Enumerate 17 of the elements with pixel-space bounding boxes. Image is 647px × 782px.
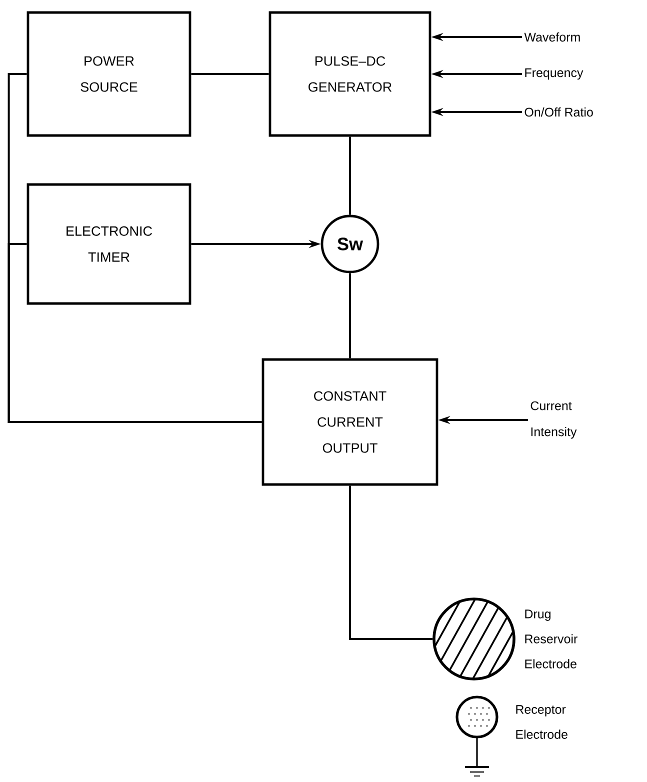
- connector-line: [8, 243, 262, 423]
- process-box: PULSE–DC GENERATOR: [268, 11, 432, 137]
- input-label: On/Off Ratio: [524, 107, 593, 117]
- receptor-electrode-drawing: [456, 696, 498, 776]
- electrode-label: Receptor Electrode: [516, 705, 568, 739]
- input-label: Frequency: [525, 68, 584, 80]
- connector-line: [349, 486, 433, 640]
- process-box: POWER SOURCE: [26, 11, 192, 137]
- process-box: CONSTANT CURRENT OUTPUT: [262, 358, 438, 486]
- connector-line: [191, 73, 269, 75]
- input-label: Waveform: [524, 32, 580, 42]
- connector-line: [349, 136, 351, 215]
- drug-electrode-drawing: [432, 598, 516, 680]
- electrode-label: Drug Reservoir Electrode: [525, 610, 578, 668]
- process-box: ELECTRONIC TIMER: [26, 183, 192, 305]
- input-label: Current Intensity: [530, 401, 577, 439]
- connector-line: [349, 273, 351, 358]
